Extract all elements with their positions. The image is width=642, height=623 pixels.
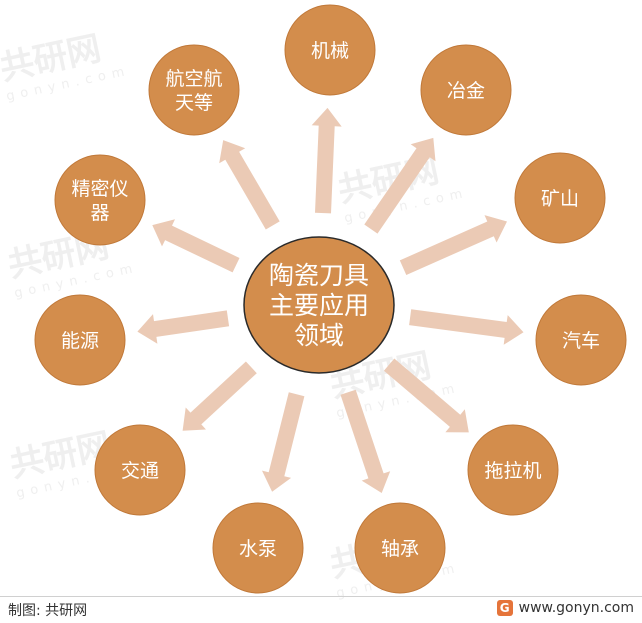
- node-label-line: 能源: [61, 330, 99, 352]
- node-label: 轴承: [381, 538, 419, 560]
- node-circle: [354, 502, 446, 594]
- node-label: 汽车: [562, 330, 600, 352]
- node-yejin: 冶金: [420, 44, 512, 136]
- node-jiaotong: 交通: [94, 424, 186, 516]
- node-circle: [148, 44, 240, 136]
- node-label: 水泵: [239, 538, 277, 560]
- node-label: 矿山: [541, 188, 579, 210]
- footer: 制图: 共研网 G www.gonyn.com: [0, 596, 642, 623]
- node-label: 机械: [311, 40, 349, 62]
- node-label: 能源: [61, 330, 99, 352]
- arrow: [409, 309, 524, 345]
- center-ellipse: [243, 236, 395, 374]
- center-label: 陶瓷刀具主要应用领域: [269, 261, 369, 350]
- node-label-line: 轴承: [381, 538, 419, 560]
- arrow: [152, 219, 240, 273]
- source-label: 制图: 共研网: [8, 603, 88, 619]
- node-label-line: 汽车: [562, 330, 600, 352]
- node-circle: [212, 502, 304, 594]
- node-qiche: 汽车: [535, 294, 627, 386]
- node-label-line: 航空航: [165, 68, 222, 90]
- arrow: [311, 107, 342, 214]
- node-label-line: 天等: [175, 92, 213, 114]
- node-nengyuan: 能源: [34, 294, 126, 386]
- node-label-line: 拖拉机: [484, 460, 541, 482]
- node-circle: [284, 4, 376, 96]
- website-link[interactable]: G www.gonyn.com: [496, 600, 634, 616]
- node-circle: [467, 424, 559, 516]
- arrows-layer: [137, 107, 524, 493]
- arrow: [364, 137, 436, 234]
- gonyn-logo-icon: G: [496, 600, 513, 616]
- node-label-line: 精密仪: [71, 178, 128, 200]
- arrow: [182, 361, 257, 431]
- website-label: www.gonyn.com: [518, 600, 634, 616]
- node-circle: [535, 294, 627, 386]
- node-label: 航空航天等: [165, 68, 222, 114]
- arrow: [383, 358, 469, 433]
- node-tuolaji: 拖拉机: [467, 424, 559, 516]
- node-jixie: 机械: [284, 4, 376, 96]
- center-label-line: 领域: [294, 321, 344, 350]
- node-circle: [514, 152, 606, 244]
- arrow: [262, 392, 305, 492]
- node-circle: [420, 44, 512, 136]
- node-label-line: 器: [90, 202, 109, 224]
- node-circle: [34, 294, 126, 386]
- arrow: [219, 140, 280, 230]
- arrow: [137, 310, 230, 344]
- node-label: 冶金: [447, 80, 485, 102]
- node-label: 拖拉机: [484, 460, 541, 482]
- node-kuangshan: 矿山: [514, 152, 606, 244]
- node-hangkong: 航空航天等: [148, 44, 240, 136]
- node-circle: [54, 154, 146, 246]
- node-label-line: 冶金: [447, 80, 485, 102]
- center-label-line: 主要应用: [269, 291, 369, 320]
- arrow: [399, 215, 507, 275]
- arrow: [340, 389, 391, 493]
- center-node: 陶瓷刀具主要应用领域: [243, 236, 395, 374]
- node-shuibeng: 水泵: [212, 502, 304, 594]
- node-label-line: 机械: [311, 40, 349, 62]
- node-label-line: 水泵: [239, 538, 277, 560]
- node-label: 精密仪器: [71, 178, 128, 224]
- node-jingmi: 精密仪器: [54, 154, 146, 246]
- node-label-line: 矿山: [541, 188, 579, 210]
- node-label: 交通: [121, 460, 159, 482]
- node-circle: [94, 424, 186, 516]
- center-label-line: 陶瓷刀具: [269, 261, 369, 290]
- node-zhoucheng: 轴承: [354, 502, 446, 594]
- node-label-line: 交通: [121, 460, 159, 482]
